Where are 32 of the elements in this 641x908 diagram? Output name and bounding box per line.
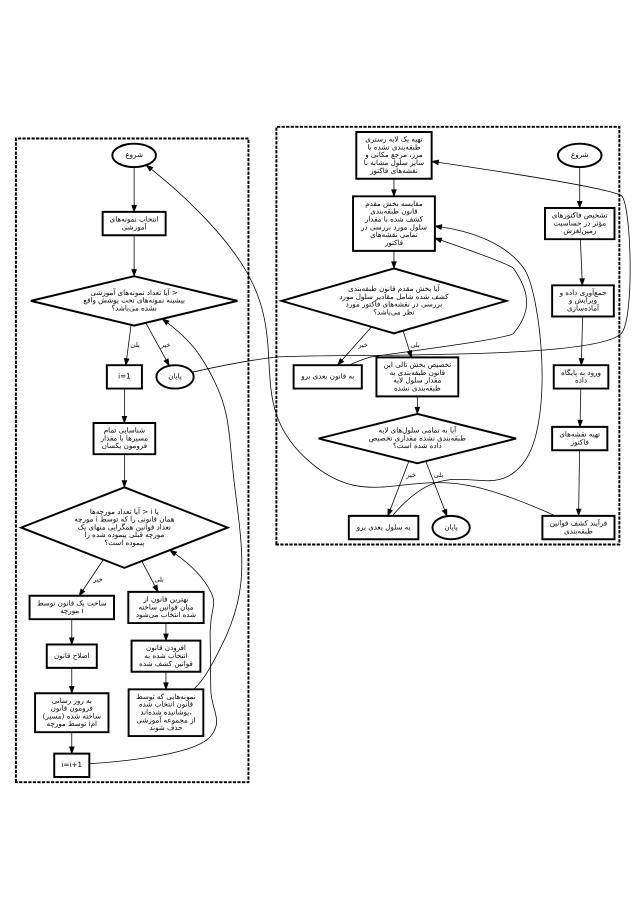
arrow — [392, 224, 542, 516]
arrow — [163, 622, 169, 642]
arrow — [124, 324, 132, 366]
arrow — [78, 558, 104, 596]
arrow — [387, 460, 410, 516]
arrow — [145, 322, 170, 366]
cluster — [275, 125, 620, 545]
arrow — [68, 732, 75, 754]
arrow — [131, 234, 137, 277]
arrow — [414, 396, 420, 414]
arrow — [579, 238, 585, 286]
arrow — [141, 560, 159, 592]
arrow — [576, 449, 582, 516]
cluster — [14, 137, 250, 783]
arrow — [192, 159, 631, 372]
arrow — [348, 237, 528, 365]
arrow — [391, 178, 397, 197]
arrow — [68, 667, 75, 694]
arrow — [68, 618, 75, 646]
arrow — [122, 388, 128, 424]
arrow — [577, 388, 583, 428]
arrow — [391, 250, 397, 269]
arrow — [145, 164, 556, 516]
arrow — [122, 453, 128, 488]
arrow — [576, 166, 583, 209]
arrow — [336, 326, 372, 366]
arrow — [161, 318, 242, 690]
arrow — [578, 316, 584, 366]
arrow — [88, 549, 218, 764]
arrow — [163, 671, 169, 690]
arrow — [425, 460, 448, 517]
arrow — [131, 166, 137, 213]
